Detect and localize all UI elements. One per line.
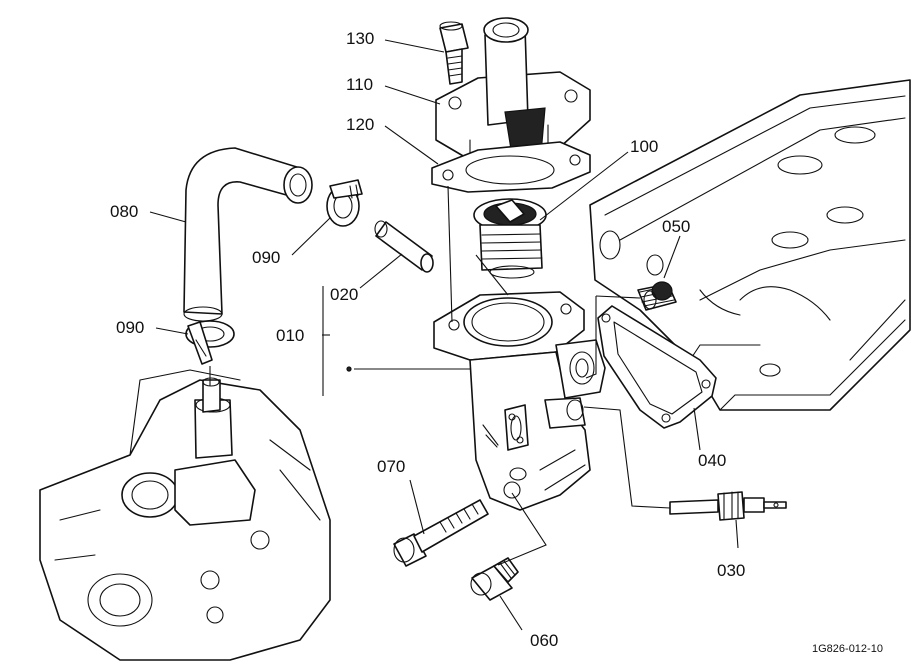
callout-050: 050 <box>662 217 690 236</box>
water-pump-housing <box>39 369 331 661</box>
callout-110: 110 <box>346 75 373 94</box>
part-130-bolt <box>439 21 469 85</box>
callout-090-upper: 090 <box>252 248 280 267</box>
part-060-plug <box>470 557 519 601</box>
drawing-reference-code: 1G826-012-10 <box>812 643 883 655</box>
part-040-gasket <box>597 305 717 429</box>
part-010-thermostat-housing <box>433 291 606 511</box>
callout-100: 100 <box>630 137 658 156</box>
part-090-clamp-lower <box>185 320 235 365</box>
leader-lines <box>149 39 739 631</box>
callout-080: 080 <box>110 202 138 221</box>
callout-020: 020 <box>330 285 358 304</box>
callout-070: 070 <box>377 457 405 476</box>
callout-130: 130 <box>346 29 374 48</box>
part-070-bolt <box>393 499 489 567</box>
part-050-plug <box>637 281 677 311</box>
part-030-temperature-sensor <box>669 491 787 521</box>
callout-040: 040 <box>698 451 726 470</box>
part-120-gasket <box>431 141 591 193</box>
part-020-pipe <box>374 220 434 273</box>
callout-060: 060 <box>530 631 558 650</box>
callout-030: 030 <box>717 561 745 580</box>
callout-010: 010 <box>276 326 304 345</box>
part-080-hose <box>183 147 313 322</box>
callout-120: 120 <box>346 115 374 134</box>
part-100-thermostat <box>473 198 547 279</box>
callout-labels: 130 110 120 100 080 090 090 050 020 010 … <box>110 29 883 655</box>
callout-090-lower: 090 <box>116 318 144 337</box>
part-090-clamp-upper <box>326 179 363 227</box>
